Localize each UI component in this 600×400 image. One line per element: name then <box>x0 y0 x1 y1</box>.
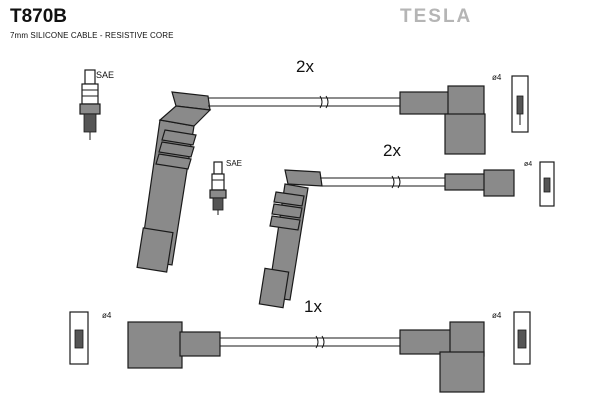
spark-plug-1: SAE <box>79 69 114 140</box>
cable-3-left-terminal-diameter: ø4 <box>102 311 112 320</box>
spark-plug-2: SAE <box>209 159 242 215</box>
cable-3-right-boot <box>399 321 485 393</box>
part-number: T870B <box>10 6 68 27</box>
cable-1-plug-boot <box>136 91 212 273</box>
cable-1: 2x ø4 <box>136 57 529 273</box>
cable-3-quantity: 1x <box>304 297 322 316</box>
cable-3: ø4 1x ø4 <box>69 297 531 393</box>
cable-2-plug-boot <box>258 169 323 309</box>
cable-3-left-boot <box>127 321 221 369</box>
cable-1-terminal <box>511 75 529 133</box>
cable-2: 2x ø4 <box>258 141 555 309</box>
brand-logo: TESLA <box>400 6 473 27</box>
cable-2-coil-boot <box>444 169 515 197</box>
cable-2-terminal-diameter: ø4 <box>524 161 532 168</box>
cable-spec: 7mm SILICONE CABLE - RESISTIVE CORE <box>10 31 174 40</box>
cable-1-terminal-diameter: ø4 <box>492 73 502 82</box>
cable-2-quantity: 2x <box>383 141 401 160</box>
cable-3-right-terminal-diameter: ø4 <box>492 311 502 320</box>
cable-1-quantity: 2x <box>296 57 314 76</box>
cable-3-right-terminal <box>513 311 531 365</box>
cable-3-left-terminal <box>69 311 89 365</box>
cable-2-terminal <box>539 161 555 207</box>
plug-1-label: SAE <box>96 70 114 80</box>
plug-2-label: SAE <box>226 159 242 168</box>
cable-1-coil-boot <box>399 85 486 155</box>
